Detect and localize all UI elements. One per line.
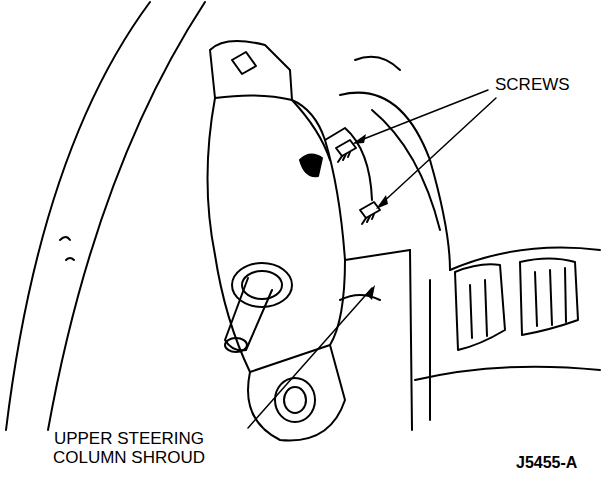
wheel-rim-outer — [6, 2, 150, 430]
panel-edge — [410, 250, 412, 430]
part-label: UPPER STEERING COLUMN SHROUD — [40, 430, 218, 467]
stalk-end — [225, 338, 247, 352]
leader-line — [356, 90, 488, 142]
vent-slats — [470, 268, 566, 338]
leader-line — [248, 288, 372, 428]
hub-cap — [210, 41, 292, 100]
arrowhead — [352, 134, 366, 144]
vent-louver — [520, 259, 578, 336]
hub-slot — [232, 52, 256, 74]
panel-edge — [355, 57, 400, 70]
shroud-edge — [292, 100, 330, 160]
shroud-seam — [340, 295, 380, 300]
wheel-rim-detail — [60, 237, 70, 240]
shroud-outline — [208, 98, 346, 372]
leader-line — [380, 98, 496, 205]
screw-hole — [300, 154, 322, 176]
arrowhead — [376, 195, 388, 209]
lower-shroud — [248, 345, 345, 441]
stalk-boss — [232, 263, 292, 307]
wheel-rim-inner — [48, 2, 205, 430]
panel-edge — [415, 367, 600, 380]
part-label: SCREWS — [495, 76, 570, 95]
shroud-seam — [345, 250, 410, 260]
screw — [360, 202, 380, 224]
ignition-core — [284, 387, 306, 413]
wheel-rim-detail — [66, 258, 74, 260]
panel-edge — [340, 93, 450, 270]
vent-louver — [455, 264, 505, 350]
panel-edge — [372, 110, 440, 230]
ignition-ring — [275, 378, 315, 422]
arrowhead — [366, 285, 375, 300]
vent-louver — [429, 280, 431, 420]
figure-number: J5455-A — [516, 454, 577, 472]
stalk-boss-inner — [242, 271, 282, 299]
